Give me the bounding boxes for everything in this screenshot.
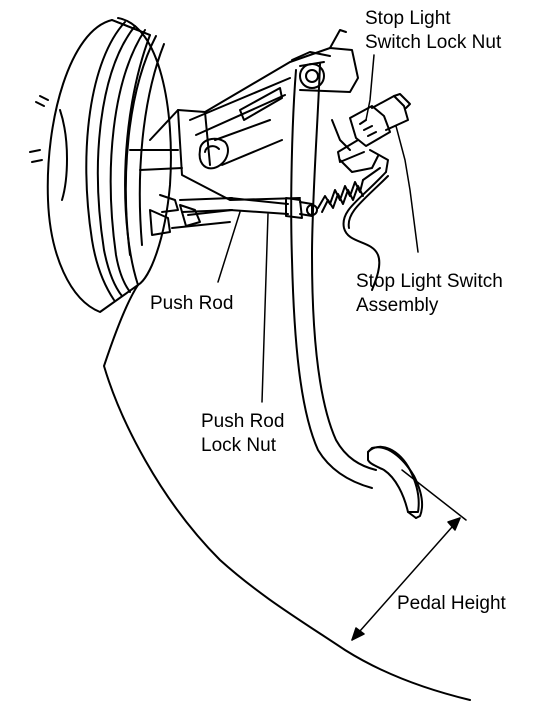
wiring-harness (342, 171, 389, 291)
pedal-bracket (129, 29, 359, 236)
label-line: Push Rod (201, 411, 285, 432)
brake-pedal-arm (290, 51, 377, 489)
label-pedal-height: Pedal Height (397, 593, 506, 614)
label-line: Lock Nut (201, 435, 276, 456)
label-line: Assembly (356, 295, 439, 316)
leader-lines (217, 54, 419, 403)
label-stop-light-switch-assembly: Stop Light Switch Assembly (356, 270, 503, 318)
pedal-pad (367, 445, 423, 519)
return-spring (317, 167, 381, 213)
label-push-rod-lock-nut: Push Rod Lock Nut (201, 410, 284, 458)
pedal-height-dimension (351, 469, 467, 641)
label-line: Stop Light (365, 8, 451, 29)
label-line: Stop Light Switch (356, 271, 503, 292)
label-line: Switch Lock Nut (365, 32, 502, 53)
stop-light-switch (331, 93, 411, 173)
floor-outline (103, 284, 471, 701)
push-rod (179, 197, 318, 219)
brake-booster (29, 17, 172, 313)
label-push-rod: Push Rod (150, 293, 234, 314)
label-stop-light-switch-lock-nut: Stop Light Switch Lock Nut (365, 7, 501, 55)
